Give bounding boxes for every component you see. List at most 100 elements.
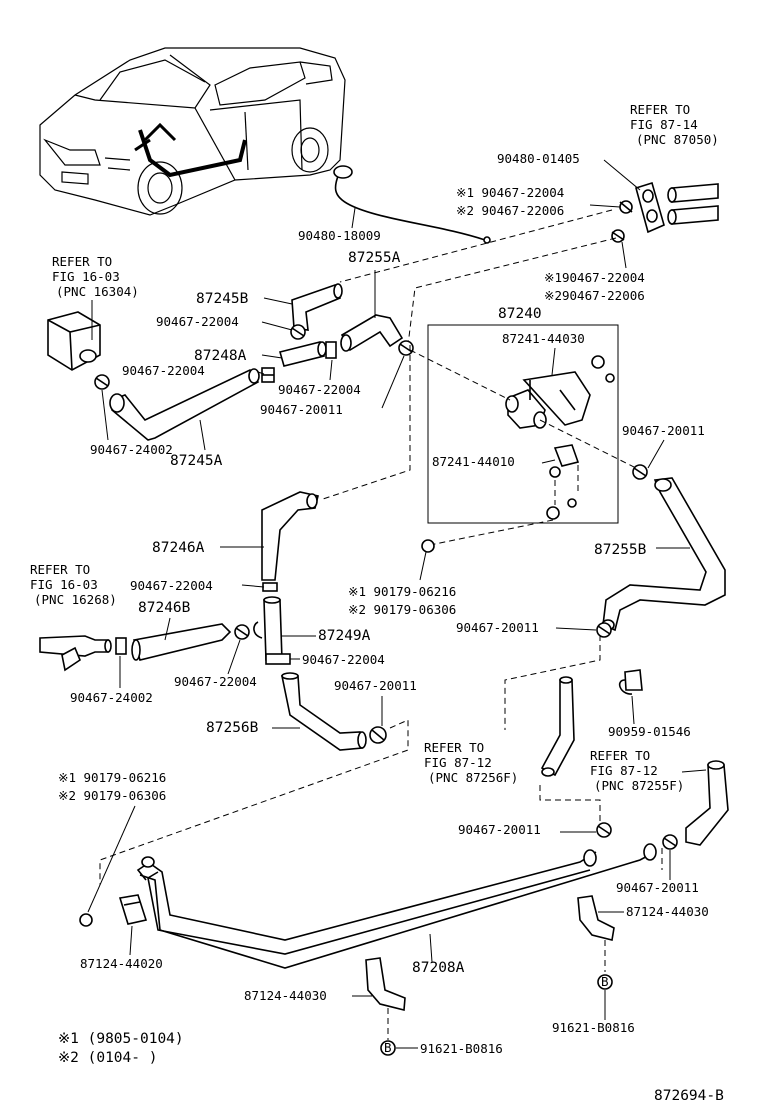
- clamp-90467-20011-e: [596, 822, 612, 838]
- label-87241-44030: 87241-44030: [502, 331, 585, 346]
- label-87249A: 87249A: [318, 628, 371, 644]
- water-valve-cable: [333, 165, 491, 244]
- bracket-87124-44030-a: [577, 895, 615, 941]
- label-90467-22004-c: 90467-22004: [278, 382, 361, 397]
- label-nut-s2-b: ※2 90179-06306: [58, 788, 166, 803]
- clamp-90467-20011-f: [662, 834, 678, 850]
- clamp-90467-20011-b: [632, 464, 648, 480]
- svg-text:(PNC 87255F): (PNC 87255F): [594, 778, 684, 793]
- svg-text:B: B: [601, 974, 609, 989]
- hose-87245B: [291, 283, 343, 331]
- svg-text:FIG 87-14: FIG 87-14: [630, 117, 698, 132]
- nut-90179-06216-b: [79, 913, 93, 927]
- label-90467-20011-b: 90467-20011: [622, 423, 705, 438]
- svg-text:(PNC 16304): (PNC 16304): [56, 284, 139, 299]
- ref-fig-87-14: REFER TO FIG 87-14 (PNC 87050): [630, 102, 719, 147]
- grommet-90480-01405: [635, 181, 665, 234]
- ref-fig-87-12-a: REFER TO FIG 87-12 (PNC 87256F): [424, 740, 518, 785]
- label-91621-B0816-a: 91621-B0816: [420, 1041, 503, 1056]
- vehicle-illustration: [39, 47, 346, 216]
- pipe-87249A: [253, 596, 283, 661]
- label-clamp-s1-b: ※190467-22004: [544, 270, 645, 285]
- hose-87245A: [109, 368, 260, 441]
- label-87255A: 87255A: [348, 250, 401, 266]
- ref-fig-16-03-b: REFER TO FIG 16-03 (PNC 16268): [30, 562, 117, 607]
- label-nut-s1-a: ※1 90179-06216: [348, 584, 456, 599]
- svg-text:REFER TO: REFER TO: [590, 748, 650, 763]
- label-90467-22004-b: 90467-22004: [122, 363, 205, 378]
- clamp-90467-24002-b: [115, 637, 127, 655]
- label-87256B: 87256B: [206, 720, 259, 736]
- hose-87256B: [281, 672, 367, 751]
- svg-text:REFER TO: REFER TO: [424, 740, 484, 755]
- svg-text:※1 (9805-0104): ※1 (9805-0104): [58, 1031, 184, 1047]
- engine-water-outlet: [47, 300, 101, 371]
- label-90959-01546: 90959-01546: [608, 724, 691, 739]
- clamp-90467-22004-upper: [611, 200, 633, 243]
- clamp-90467-22004-c: [325, 341, 337, 359]
- hose-87256F-ref: [540, 676, 575, 777]
- date-legend: ※1 (9805-0104) ※2 (0104- ): [58, 1031, 184, 1066]
- label-87240: 87240: [498, 306, 542, 322]
- diagram-id: 872694-B: [654, 1088, 724, 1104]
- clamp-90467-22004-e: [265, 653, 291, 665]
- svg-text:REFER TO: REFER TO: [52, 254, 112, 269]
- water-valve-87240: [505, 355, 615, 429]
- label-90467-22004-d: 90467-22004: [130, 578, 213, 593]
- label-87246B: 87246B: [138, 600, 191, 616]
- svg-text:(PNC 16268): (PNC 16268): [34, 592, 117, 607]
- heater-pipe-ends: [667, 183, 719, 225]
- bracket-87124-44020: [118, 894, 148, 925]
- pipe-87248A: [279, 341, 327, 367]
- svg-text:FIG 16-03: FIG 16-03: [52, 269, 120, 284]
- label-87246A: 87246A: [152, 540, 205, 556]
- label-87124-44030-b: 87124-44030: [244, 988, 327, 1003]
- label-87241-44010: 87241-44010: [432, 454, 515, 469]
- label-87255B: 87255B: [594, 542, 647, 558]
- label-90480-01405: 90480-01405: [497, 151, 580, 166]
- svg-text:REFER TO: REFER TO: [630, 102, 690, 117]
- clamp-90467-22004-d: [262, 582, 278, 592]
- label-90480-18009: 90480-18009: [298, 228, 381, 243]
- engine-pipe-b: [39, 635, 112, 672]
- label-87245A: 87245A: [170, 453, 223, 469]
- ref-fig-87-12-b: REFER TO FIG 87-12 (PNC 87255F): [590, 748, 684, 793]
- hose-87246A: [261, 491, 319, 581]
- svg-text:(PNC 87050): (PNC 87050): [636, 132, 719, 147]
- label-clamp-s2-a: ※2 90467-22006: [456, 203, 564, 218]
- label-90467-20011-a: 90467-20011: [260, 402, 343, 417]
- svg-text:B: B: [384, 1040, 392, 1055]
- pipe-87208A: [136, 843, 657, 969]
- ref-fig-16-03-a: REFER TO FIG 16-03 (PNC 16304): [52, 254, 139, 299]
- label-90467-24002-a: 90467-24002: [90, 442, 173, 457]
- svg-text:(PNC 87256F): (PNC 87256F): [428, 770, 518, 785]
- bolt-91621-B0816-a: B: [380, 1040, 396, 1056]
- clamp-90467-24002-a: [94, 374, 110, 390]
- label-90467-24002-b: 90467-24002: [70, 690, 153, 705]
- label-nut-s2-a: ※2 90179-06306: [348, 602, 456, 617]
- svg-text:REFER TO: REFER TO: [30, 562, 90, 577]
- water-valve-assembly-box: [427, 324, 619, 524]
- clamp-90467-22004-f: [234, 624, 250, 640]
- label-91621-B0816-b: 91621-B0816: [552, 1020, 635, 1035]
- label-87124-44020: 87124-44020: [80, 956, 163, 971]
- hose-87246B: [131, 623, 232, 661]
- label-87245B: 87245B: [196, 291, 249, 307]
- bolt-91621-B0816-b: B: [597, 974, 613, 990]
- clamp-90467-20011-a: [398, 340, 414, 356]
- svg-text:※2 (0104- ): ※2 (0104- ): [58, 1050, 157, 1066]
- label-90467-20011-c: 90467-20011: [456, 620, 539, 635]
- clip-90959-01546: [618, 669, 643, 695]
- clamp-90467-20011-d: [369, 726, 387, 744]
- label-87208A: 87208A: [412, 960, 465, 976]
- hose-87255A: [340, 314, 404, 352]
- label-clamp-s2-b: ※290467-22006: [544, 288, 645, 303]
- nut-90179-06216: [421, 539, 435, 553]
- svg-text:FIG 87-12: FIG 87-12: [424, 755, 492, 770]
- label-87124-44030-a: 87124-44030: [626, 904, 709, 919]
- clamp-90467-20011-c: [596, 622, 612, 638]
- label-nut-s1-b: ※1 90179-06216: [58, 770, 166, 785]
- valve-bracket-87241-44010: [546, 444, 580, 520]
- label-clamp-s1-a: ※1 90467-22004: [456, 185, 564, 200]
